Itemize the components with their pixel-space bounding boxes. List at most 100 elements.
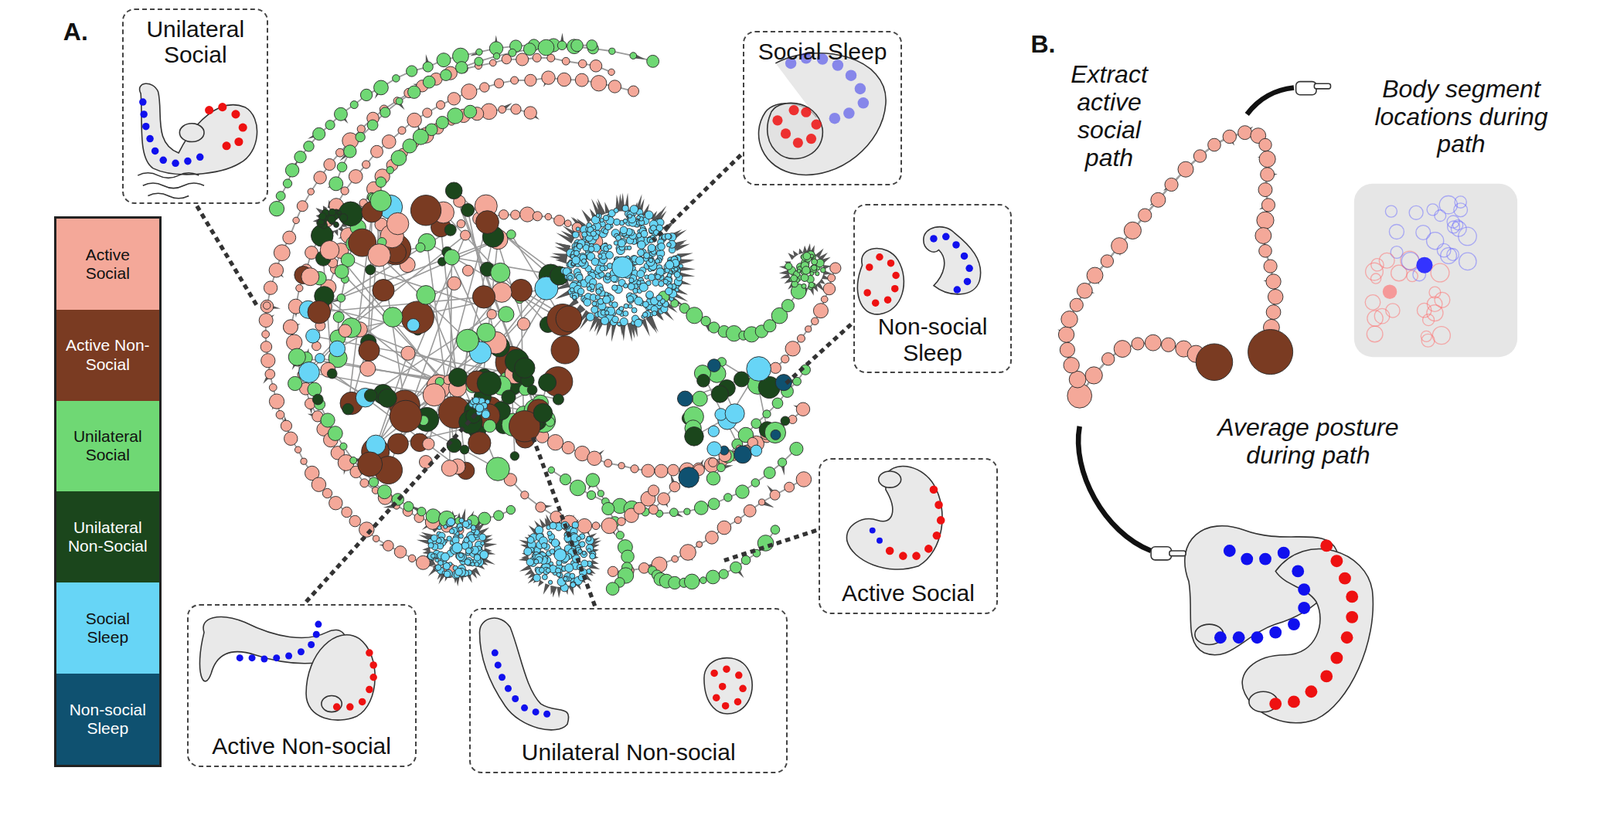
network-node (619, 226, 628, 235)
network-node (422, 61, 433, 72)
network-node (371, 145, 384, 158)
network-node (577, 518, 593, 534)
network-node (348, 170, 363, 184)
network-node (607, 245, 613, 250)
network-node (444, 569, 453, 578)
network-node (335, 148, 344, 157)
network-node (394, 546, 407, 559)
network-node (300, 458, 307, 465)
link-layer (262, 33, 835, 600)
network-node (582, 551, 586, 555)
network-node (444, 224, 457, 236)
network-node (456, 329, 479, 352)
network-node (563, 576, 569, 582)
network-node (591, 75, 607, 92)
network-node (524, 74, 537, 86)
network-node (458, 527, 463, 532)
network-node (520, 207, 535, 222)
network-node (446, 536, 452, 542)
network-node (569, 287, 575, 293)
network-node (586, 313, 595, 321)
network-node (456, 219, 466, 229)
network-node (474, 562, 480, 568)
network-node (805, 326, 812, 333)
network-node (510, 104, 521, 115)
network-node (708, 458, 719, 468)
network-node (524, 106, 537, 120)
network-node (452, 542, 463, 553)
arrow-spike (620, 323, 626, 342)
network-node (498, 306, 515, 323)
network-node (644, 211, 654, 220)
network-node (561, 441, 575, 454)
network-node (334, 265, 349, 280)
network-node (470, 525, 477, 532)
network-node (654, 464, 668, 478)
network-node (823, 282, 836, 296)
network-node (427, 552, 436, 561)
network-node (360, 360, 376, 377)
network-node (447, 108, 463, 124)
network-node (586, 286, 592, 292)
network-node (684, 508, 691, 515)
network-node (403, 501, 414, 512)
network-node (375, 177, 386, 188)
network-node (587, 451, 602, 466)
network-node (386, 166, 395, 174)
network-node (622, 218, 628, 224)
network-node (285, 163, 299, 178)
arrow-spike (581, 209, 593, 223)
network-node (595, 289, 602, 295)
network-node (607, 566, 618, 577)
network-node (655, 274, 661, 280)
network-node (769, 362, 781, 374)
network-node (613, 218, 620, 225)
network-node (443, 571, 450, 578)
network-node (648, 258, 654, 263)
network-node (303, 141, 314, 152)
network-node (671, 555, 679, 563)
network-node (743, 504, 756, 518)
network-node (422, 108, 433, 118)
arrow-spike (798, 248, 804, 255)
network-link (419, 275, 552, 443)
network-node (380, 107, 391, 118)
network-node (764, 422, 786, 443)
network-node (286, 334, 303, 351)
network-node (340, 442, 348, 450)
network-node (296, 200, 308, 212)
network-node (576, 536, 582, 542)
network-node (294, 151, 307, 164)
network-node (648, 274, 656, 282)
network-node (717, 520, 732, 535)
network-node (337, 294, 346, 303)
network-node (598, 254, 603, 259)
network-node (526, 558, 535, 567)
network-node (548, 580, 552, 585)
network-node (600, 316, 609, 325)
network-node (724, 493, 733, 503)
network-node (431, 554, 436, 559)
network-node (604, 459, 613, 468)
network-node (357, 125, 365, 133)
network-node (575, 73, 589, 87)
network-node (711, 385, 729, 403)
network-node (343, 145, 357, 158)
network-node (268, 384, 277, 392)
network-node (572, 231, 579, 239)
network-node (627, 283, 635, 291)
network-node (647, 485, 659, 497)
arrow-spike (483, 543, 498, 549)
network-node (557, 72, 571, 86)
network-node (265, 369, 276, 380)
network-node (370, 190, 392, 212)
network-node (628, 85, 640, 97)
network-node (586, 537, 592, 542)
network-node (401, 301, 434, 334)
network-node (422, 438, 435, 450)
network-node (705, 531, 719, 545)
network-node (341, 507, 352, 518)
network-node (425, 509, 440, 524)
network-node (365, 265, 376, 276)
network-node (547, 434, 563, 450)
